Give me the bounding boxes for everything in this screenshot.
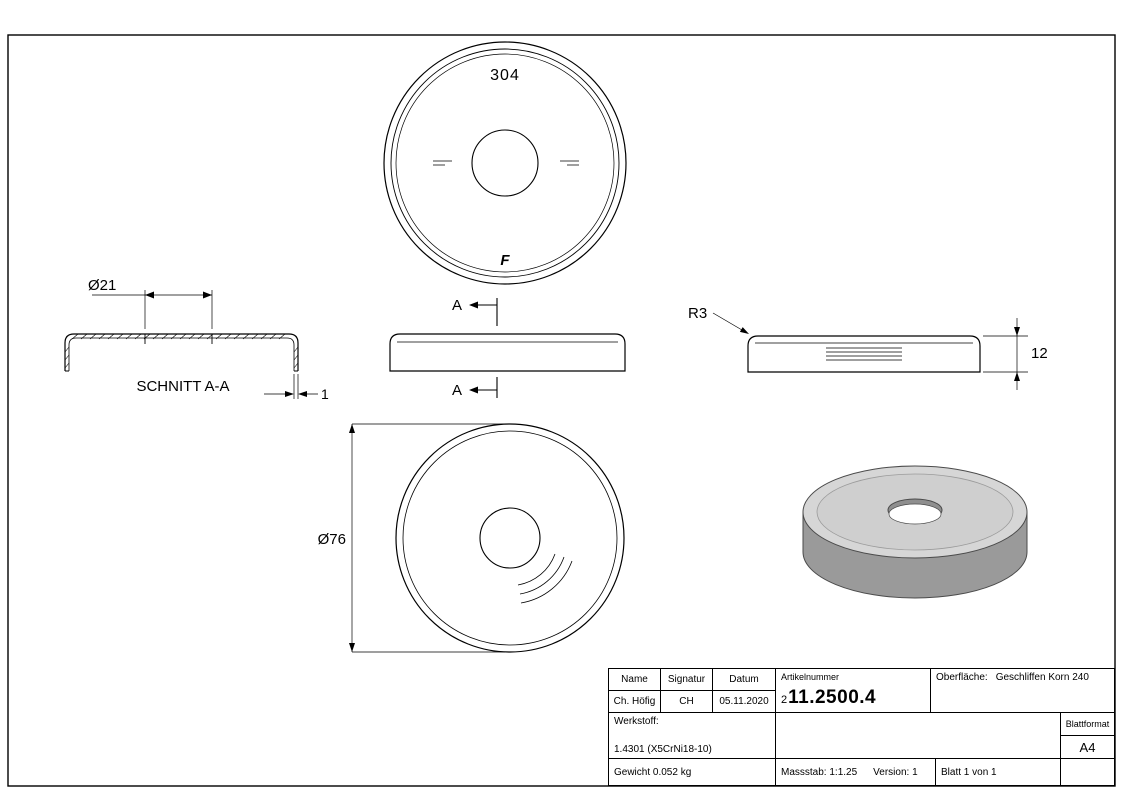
tb-blattformat-value: A4 [1061, 736, 1114, 759]
tb-werkstoff-value: 1.4301 (X5CrNi18-10) [614, 744, 712, 755]
top-view-outer-circle [383, 41, 627, 285]
cut-label-bottom: A [452, 382, 462, 399]
tb-blattformat-label: Blattformat [1061, 713, 1114, 736]
arrowhead [739, 327, 749, 334]
section-view: Ø21 1 SCHNITT A-A [64, 277, 329, 402]
tb-artikelnummer-value: 11.2500.4 [788, 687, 877, 708]
tb-header-name: Name [609, 669, 661, 691]
top-view-inner-rim-circle [395, 53, 615, 273]
maker-logo: F [500, 252, 510, 269]
dim-wall-text: 1 [321, 386, 329, 402]
forming-arcs [517, 553, 573, 604]
section-outer-profile [64, 333, 299, 371]
bottom-outer-circle [395, 423, 625, 653]
tb-massstab-value: Massstab: 1:1.25 [781, 766, 858, 778]
bottom-rim-circle [402, 430, 618, 646]
top-view: 304 F [383, 41, 627, 285]
bottom-view: Ø76 [318, 423, 625, 653]
tb-artikelnummer-cell: Artikelnummer 2 11.2500.4 [776, 669, 931, 713]
tb-artikelnummer-prefix: 2 [781, 694, 788, 706]
tb-artikelnummer-value-line: 2 11.2500.4 [781, 687, 876, 709]
page-border [7, 34, 1116, 787]
stamp-mark-right [560, 160, 579, 166]
tb-value-datum: 05.11.2020 [713, 691, 776, 713]
side-outline [747, 335, 981, 373]
cut-arrow-bottom [469, 386, 478, 394]
front-view: A A [389, 297, 626, 399]
title-block: Name Signatur Datum Ch. Höfig CH 05.11.2… [608, 668, 1115, 786]
top-view-rim-circle [390, 48, 620, 278]
tb-massstab-cell: Massstab: 1:1.25 Version: 1 [776, 759, 936, 785]
arrowhead [349, 424, 355, 433]
grade-stamp: 304 [490, 67, 520, 84]
section-side-hatch [64, 346, 299, 369]
iso-hole-opening [888, 503, 942, 525]
cut-label-top: A [452, 297, 462, 314]
arrowhead [203, 291, 212, 299]
dim-outer-diameter: Ø76 [318, 423, 505, 653]
tb-empty-middle-cell [776, 713, 1061, 759]
dim-diameter-text: Ø76 [318, 531, 346, 548]
tb-werkstoff-cell: Werkstoff: 1.4301 (X5CrNi18-10) [609, 713, 776, 759]
tb-value-name: Ch. Höfig [609, 691, 661, 713]
tb-oberflaeche-label: Oberfläche: [936, 672, 988, 683]
cut-arrow-top [469, 301, 478, 309]
surface-texture-lines [826, 347, 902, 361]
arrowhead [285, 391, 294, 397]
dim-wall-thickness: 1 [264, 374, 329, 402]
top-view-hole-circle [471, 129, 539, 197]
tb-oberflaeche-cell: Oberfläche: Geschliffen Korn 240 [931, 669, 1114, 713]
arrowhead [349, 643, 355, 652]
dim-height: 12 [983, 318, 1048, 390]
tb-blatt-cell: Blatt 1 von 1 [936, 759, 1061, 785]
iso-view [802, 465, 1028, 599]
arrowhead [298, 391, 307, 397]
cut-plane-marks: A A [452, 297, 498, 399]
tb-gewicht-cell: Gewicht 0.052 kg [609, 759, 776, 785]
section-hatch [71, 333, 286, 340]
tb-version-value: Version: 1 [873, 766, 918, 778]
radius-callout: R3 [688, 305, 749, 334]
tb-werkstoff-label: Werkstoff: [614, 716, 659, 727]
section-hole-edges [144, 334, 213, 344]
tb-oberflaeche-value: Geschliffen Korn 240 [995, 672, 1089, 683]
tb-header-datum: Datum [713, 669, 776, 691]
arrowhead [1014, 327, 1020, 336]
arrowhead [145, 291, 154, 299]
dim-hole-diameter: Ø21 [88, 277, 213, 329]
arrowhead [1014, 372, 1020, 381]
section-title: SCHNITT A-A [136, 378, 229, 395]
tb-empty-corner-cell [1061, 759, 1114, 785]
bottom-hole-circle [479, 507, 541, 569]
dim-height-text: 12 [1031, 345, 1048, 362]
section-inner-profile [68, 337, 295, 371]
side-view: R3 12 [688, 305, 1048, 390]
tb-artikelnummer-label: Artikelnummer [781, 672, 840, 682]
radius-label: R3 [688, 305, 707, 322]
tb-value-signatur: CH [661, 691, 713, 713]
stamp-mark-left [433, 160, 452, 166]
tb-header-signatur: Signatur [661, 669, 713, 691]
dim-hole-text: Ø21 [88, 277, 116, 294]
front-outline [389, 333, 626, 372]
